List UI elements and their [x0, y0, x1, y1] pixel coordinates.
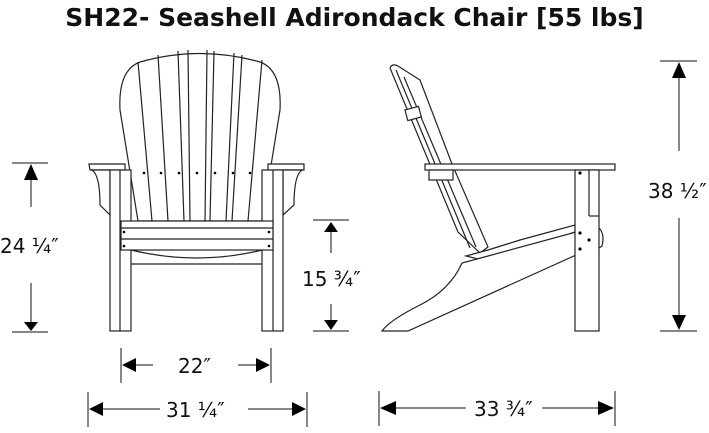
front-view — [88, 49, 305, 332]
left-arm — [88, 163, 126, 171]
diagram-title: SH22- Seashell Adirondack Chair [55 lbs] — [65, 3, 644, 32]
overall-width-label: 31 ¼″ — [166, 398, 225, 422]
side-leg — [574, 169, 600, 332]
overall-height-label: 38 ½″ — [648, 179, 707, 203]
dimension-overall-depth: 33 ¾″ — [378, 391, 616, 426]
seat-front — [120, 220, 274, 251]
side-view — [380, 64, 616, 332]
dimension-overall-width: 31 ¼″ — [87, 392, 308, 427]
overall-depth-label: 33 ¾″ — [474, 397, 533, 421]
seat-width-label: 22″ — [178, 354, 211, 378]
side-runner — [380, 231, 577, 332]
backrest — [119, 52, 281, 222]
dimension-seat-height: 15 ¾″ — [302, 219, 361, 332]
dimension-front-height: 24 ¼″ — [0, 162, 59, 333]
seat-height-label: 15 ¾″ — [302, 267, 361, 291]
right-arm — [267, 163, 305, 171]
dimension-seat-width: 22″ — [120, 348, 272, 383]
side-arm — [424, 163, 616, 171]
front-height-label: 24 ¼″ — [0, 234, 59, 258]
dimension-overall-height: 38 ½″ — [648, 60, 707, 332]
